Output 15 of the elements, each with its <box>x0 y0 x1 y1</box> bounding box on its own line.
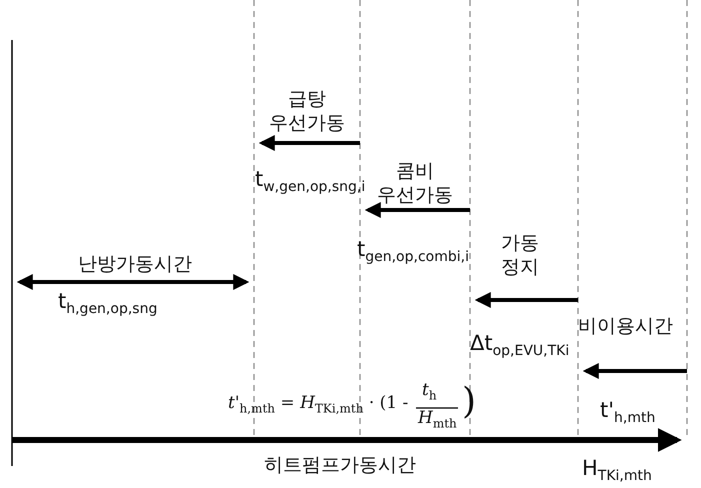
time-label: 난방가동시간 <box>77 253 193 277</box>
symbol-label: t$_{gen,op,combi,i}$ <box>357 236 469 267</box>
formula-text: H$_{mth}$ <box>418 408 457 432</box>
time-label: 히트펌프가동시간 <box>263 454 417 478</box>
symbol-label: t$_{h,gen,op,sng}$ <box>58 288 158 319</box>
formula-text: ) <box>462 384 476 420</box>
symbol-label: Δt$_{op,EVU,TKi}$ <box>470 330 570 361</box>
formula-text: t'$_{h,mth}$ = H$_{TKi,mth}$ · (1 - <box>228 393 408 416</box>
time-label: 급탕 우선가동 <box>268 88 346 136</box>
time-label: 가동 정지 <box>500 232 540 280</box>
symbol-label: t$_{w,gen,op,sng,i}$ <box>255 166 366 197</box>
time-label: 비이용시간 <box>578 315 673 339</box>
formula-text: t$_{h}$ <box>422 380 437 404</box>
symbol-label: H$_{TKi,mth}$ <box>582 455 652 486</box>
symbol-label: t'$_{h,mth}$ <box>600 397 656 428</box>
